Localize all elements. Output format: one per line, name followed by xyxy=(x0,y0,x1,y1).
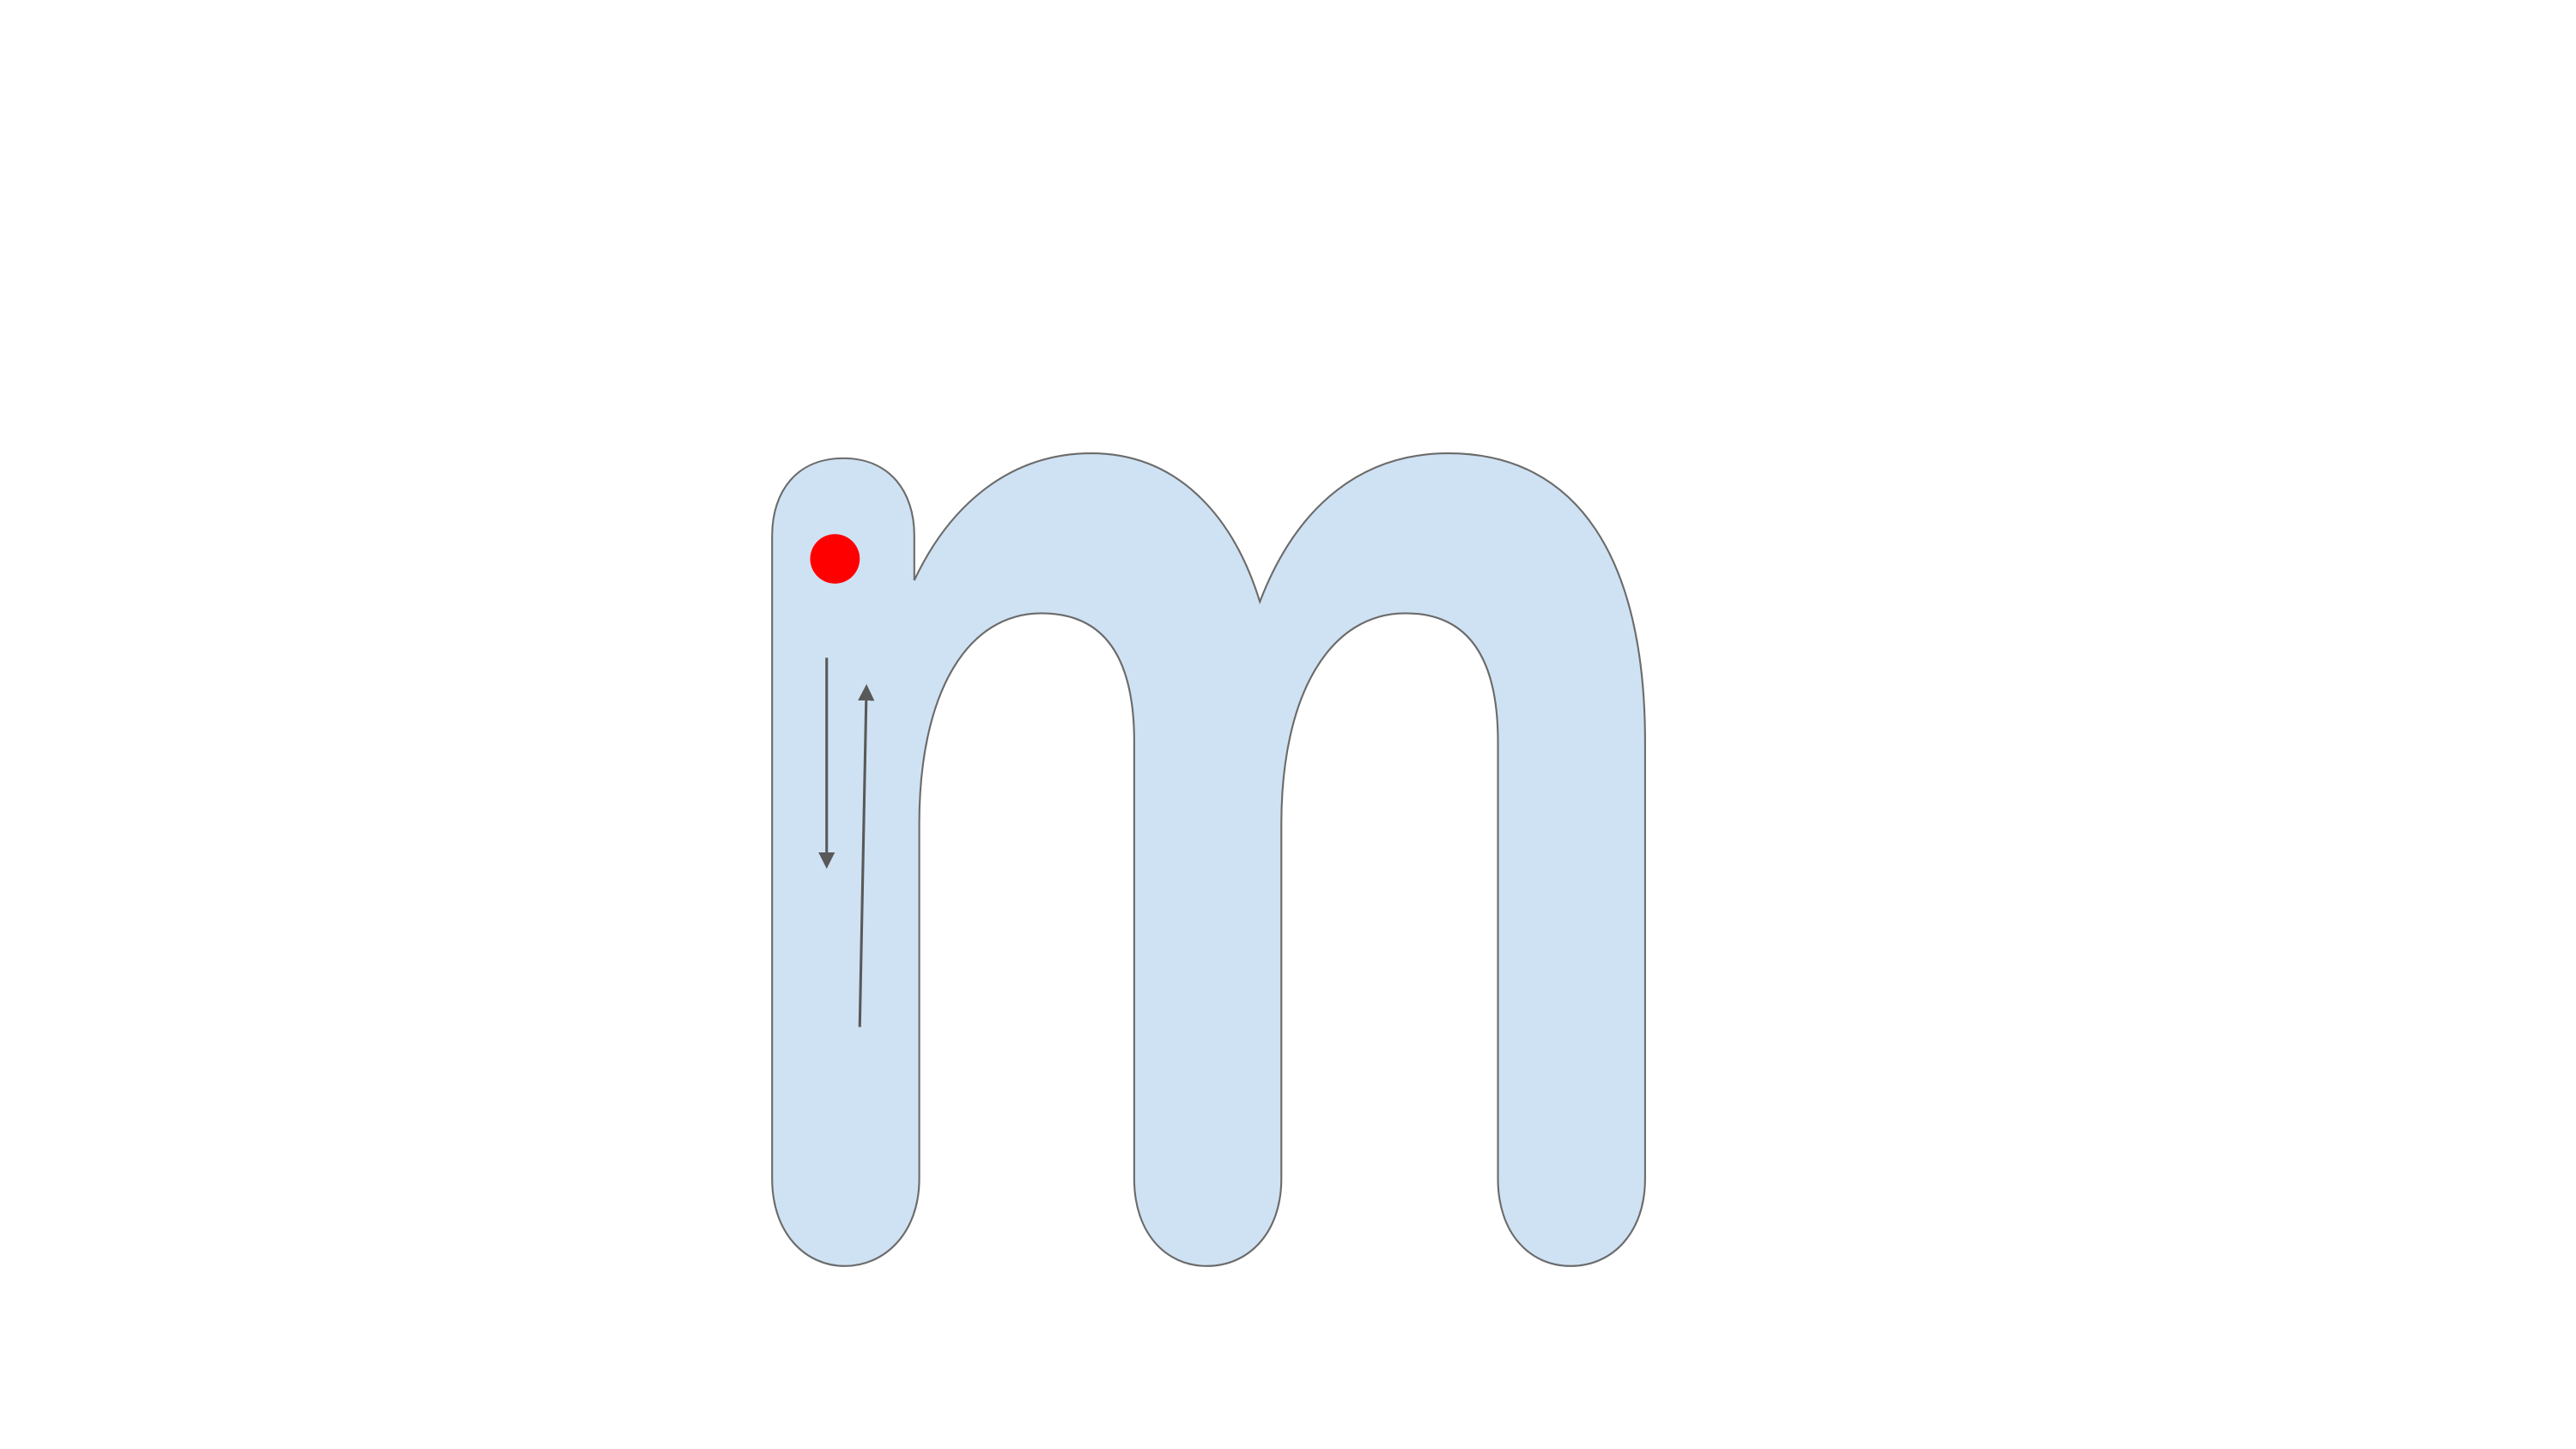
up-stroke-arrow xyxy=(858,683,875,1028)
letter-m-outline xyxy=(771,452,1646,1267)
start-dot xyxy=(810,534,860,584)
